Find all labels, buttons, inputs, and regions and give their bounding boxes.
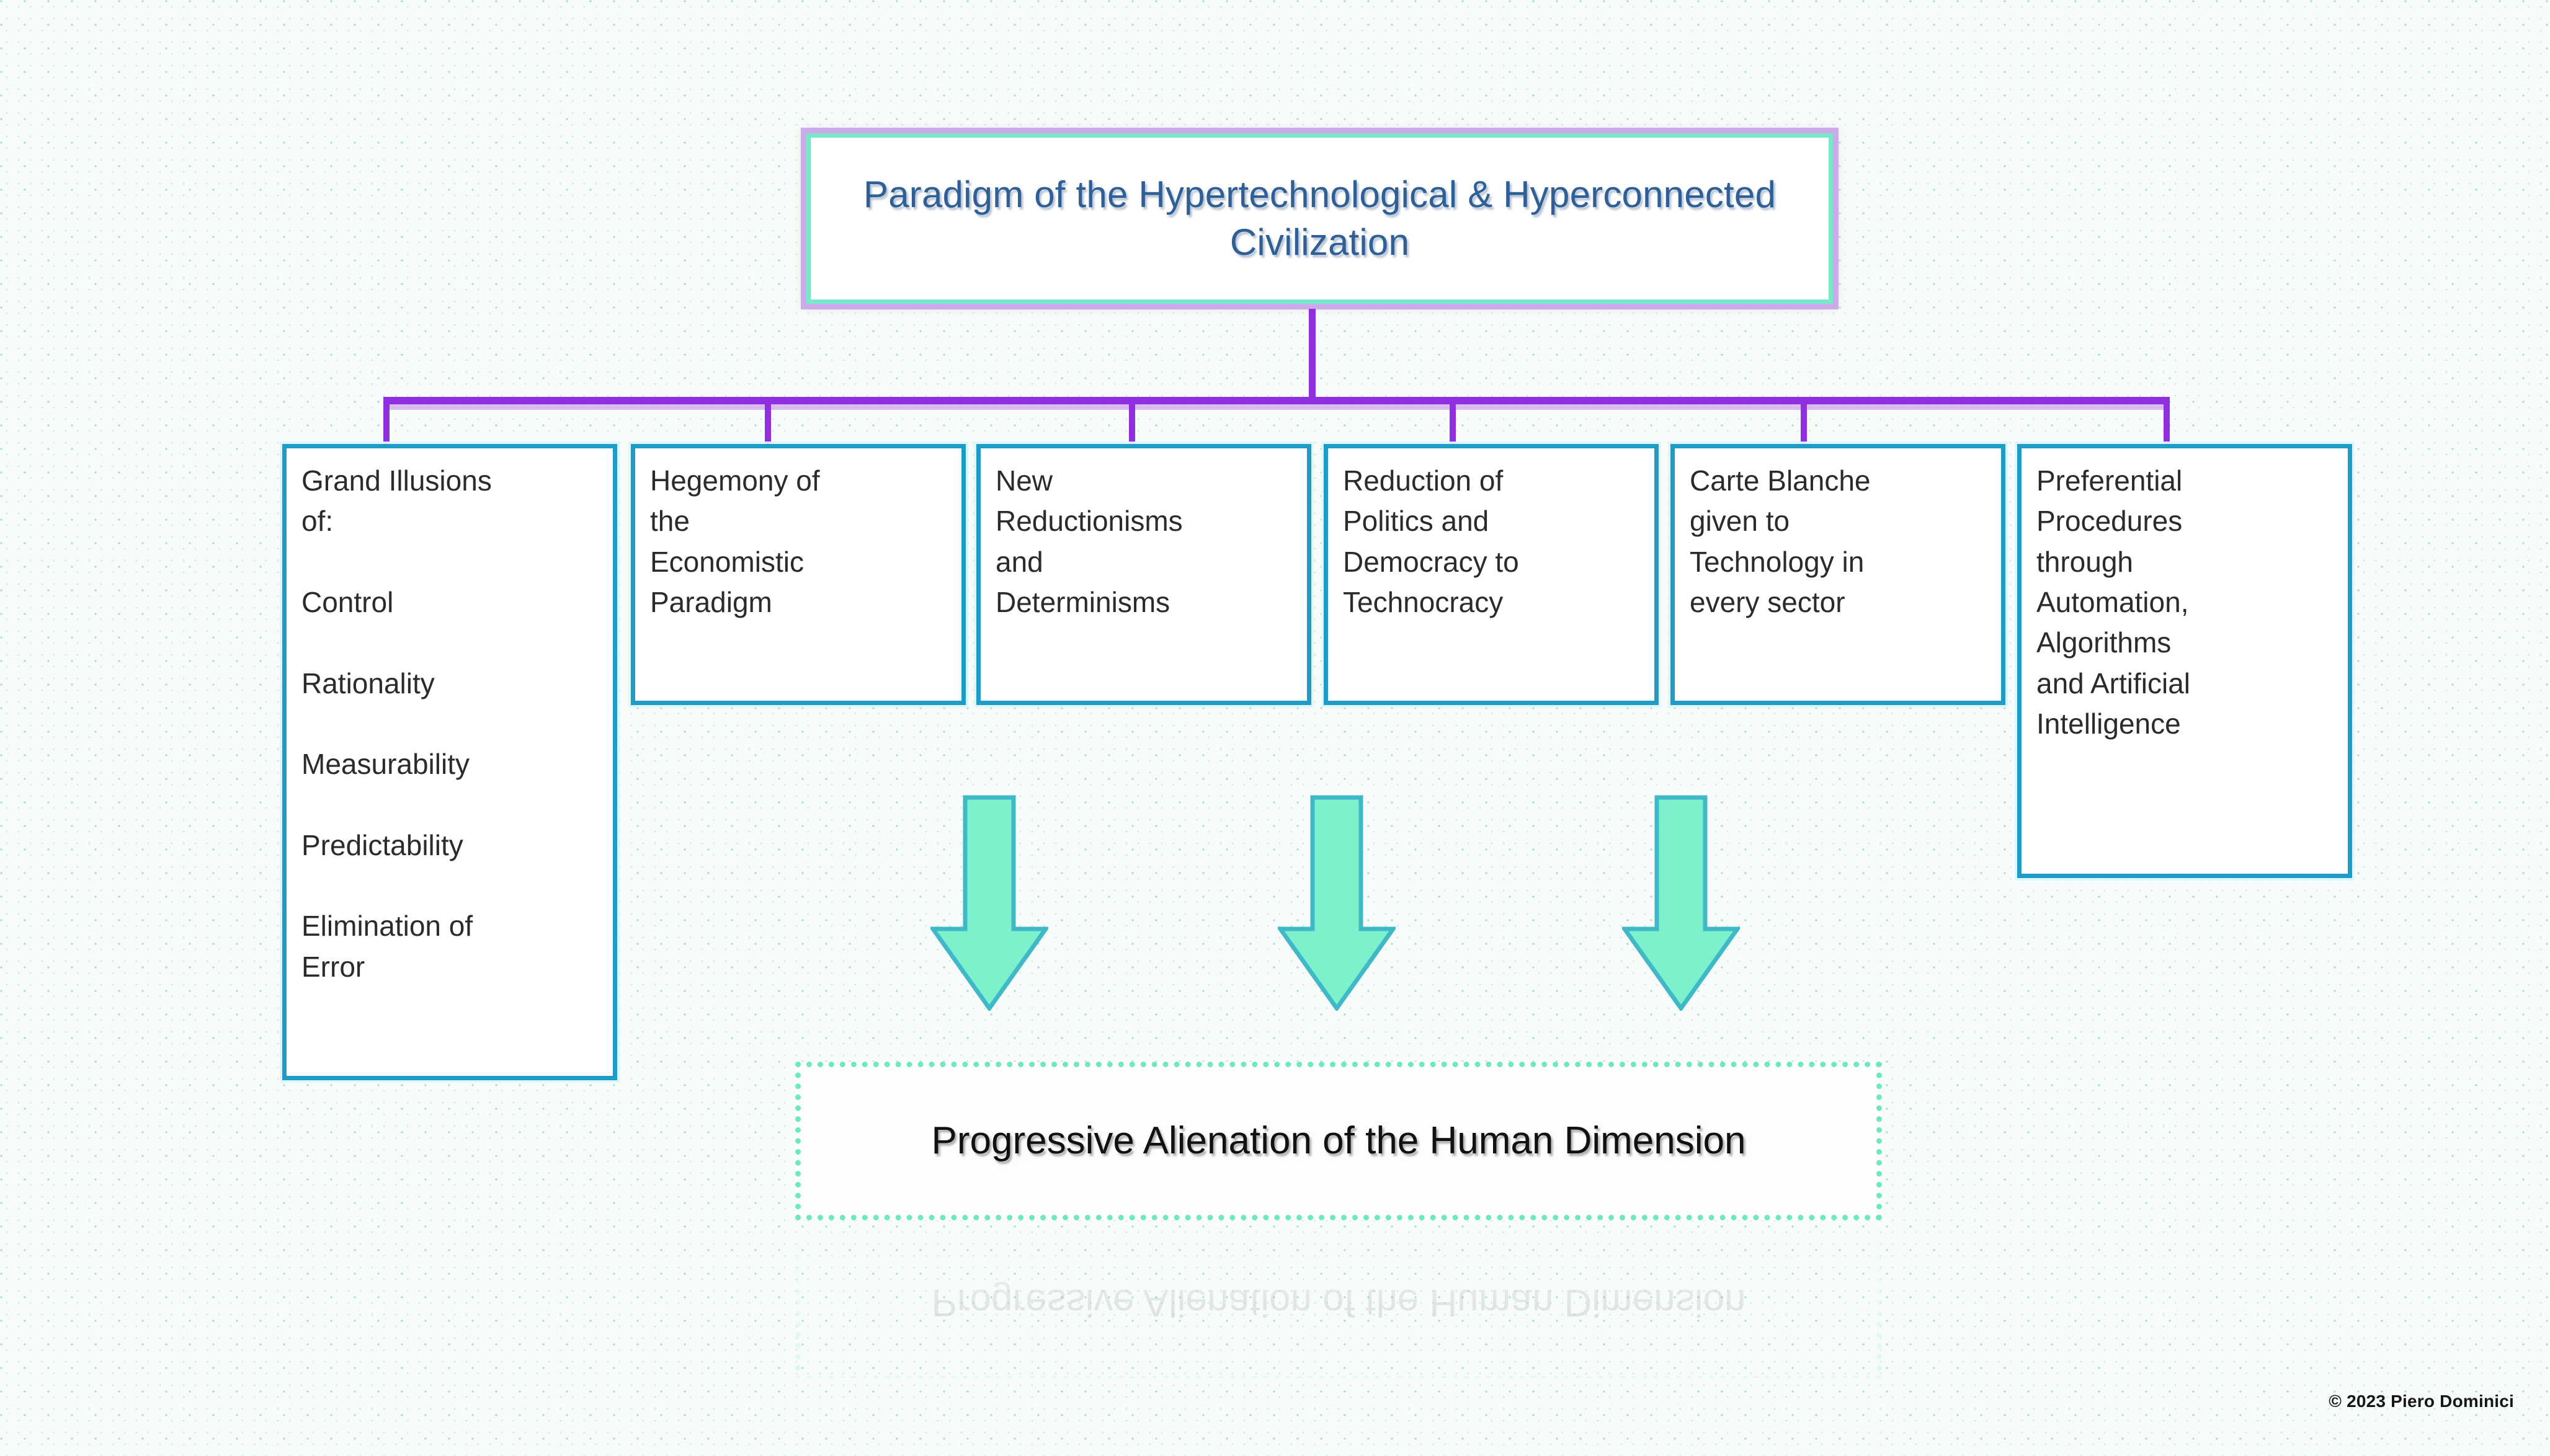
down-arrow-2 — [1278, 795, 1396, 1011]
category-text: New Reductionisms and Determinisms — [996, 464, 1183, 618]
copyright-notice: © 2023 Piero Dominici — [2329, 1392, 2514, 1411]
category-text: Preferential Procedures through Automati… — [2036, 464, 2191, 740]
connector-bar-glow — [383, 404, 2170, 410]
down-arrow-3 — [1622, 795, 1740, 1011]
category-box-grand-illusions[interactable]: Grand Illusions of: Control Rationality … — [282, 444, 617, 1080]
connector-drop-1 — [383, 397, 390, 445]
category-box-carte-blanche[interactable]: Carte Blanche given to Technology in eve… — [1670, 444, 2005, 705]
category-box-new-reductionisms[interactable]: New Reductionisms and Determinisms — [976, 444, 1311, 705]
down-arrow-1 — [930, 795, 1048, 1011]
category-text: Carte Blanche given to Technology in eve… — [1690, 464, 1871, 618]
category-text: Hegemony of the Economistic Paradigm — [650, 464, 820, 618]
category-text: Grand Illusions of: Control Rationality … — [301, 464, 492, 983]
result-box: Progressive Alienation of the Human Dime… — [795, 1062, 1882, 1220]
category-text: Reduction of Politics and Democracy to T… — [1343, 464, 1519, 618]
connector-stem — [1309, 309, 1316, 402]
connector-drop-5 — [1801, 397, 1807, 445]
reflection-frame: Progressive Alienation of the Human Dime… — [795, 1223, 1882, 1378]
reflection-text: Progressive Alienation of the Human Dime… — [931, 1281, 1746, 1324]
category-box-economistic-hegemony[interactable]: Hegemony of the Economistic Paradigm — [631, 444, 966, 705]
category-box-politics-technocracy[interactable]: Reduction of Politics and Democracy to T… — [1324, 444, 1659, 705]
connector-drop-6 — [2164, 397, 2170, 445]
connector-bar — [383, 397, 2170, 404]
result-box-reflection: Progressive Alienation of the Human Dime… — [795, 1223, 1882, 1378]
title-box: Paradigm of the Hypertechnological & Hyp… — [801, 128, 1839, 309]
category-box-preferential-procedures[interactable]: Preferential Procedures through Automati… — [2017, 444, 2352, 878]
connector-drop-3 — [1129, 397, 1135, 445]
connector-drop-4 — [1450, 397, 1456, 445]
title-text: Paradigm of the Hypertechnological & Hyp… — [863, 173, 1777, 263]
connector-drop-2 — [765, 397, 771, 445]
result-text: Progressive Alienation of the Human Dime… — [931, 1119, 1746, 1163]
